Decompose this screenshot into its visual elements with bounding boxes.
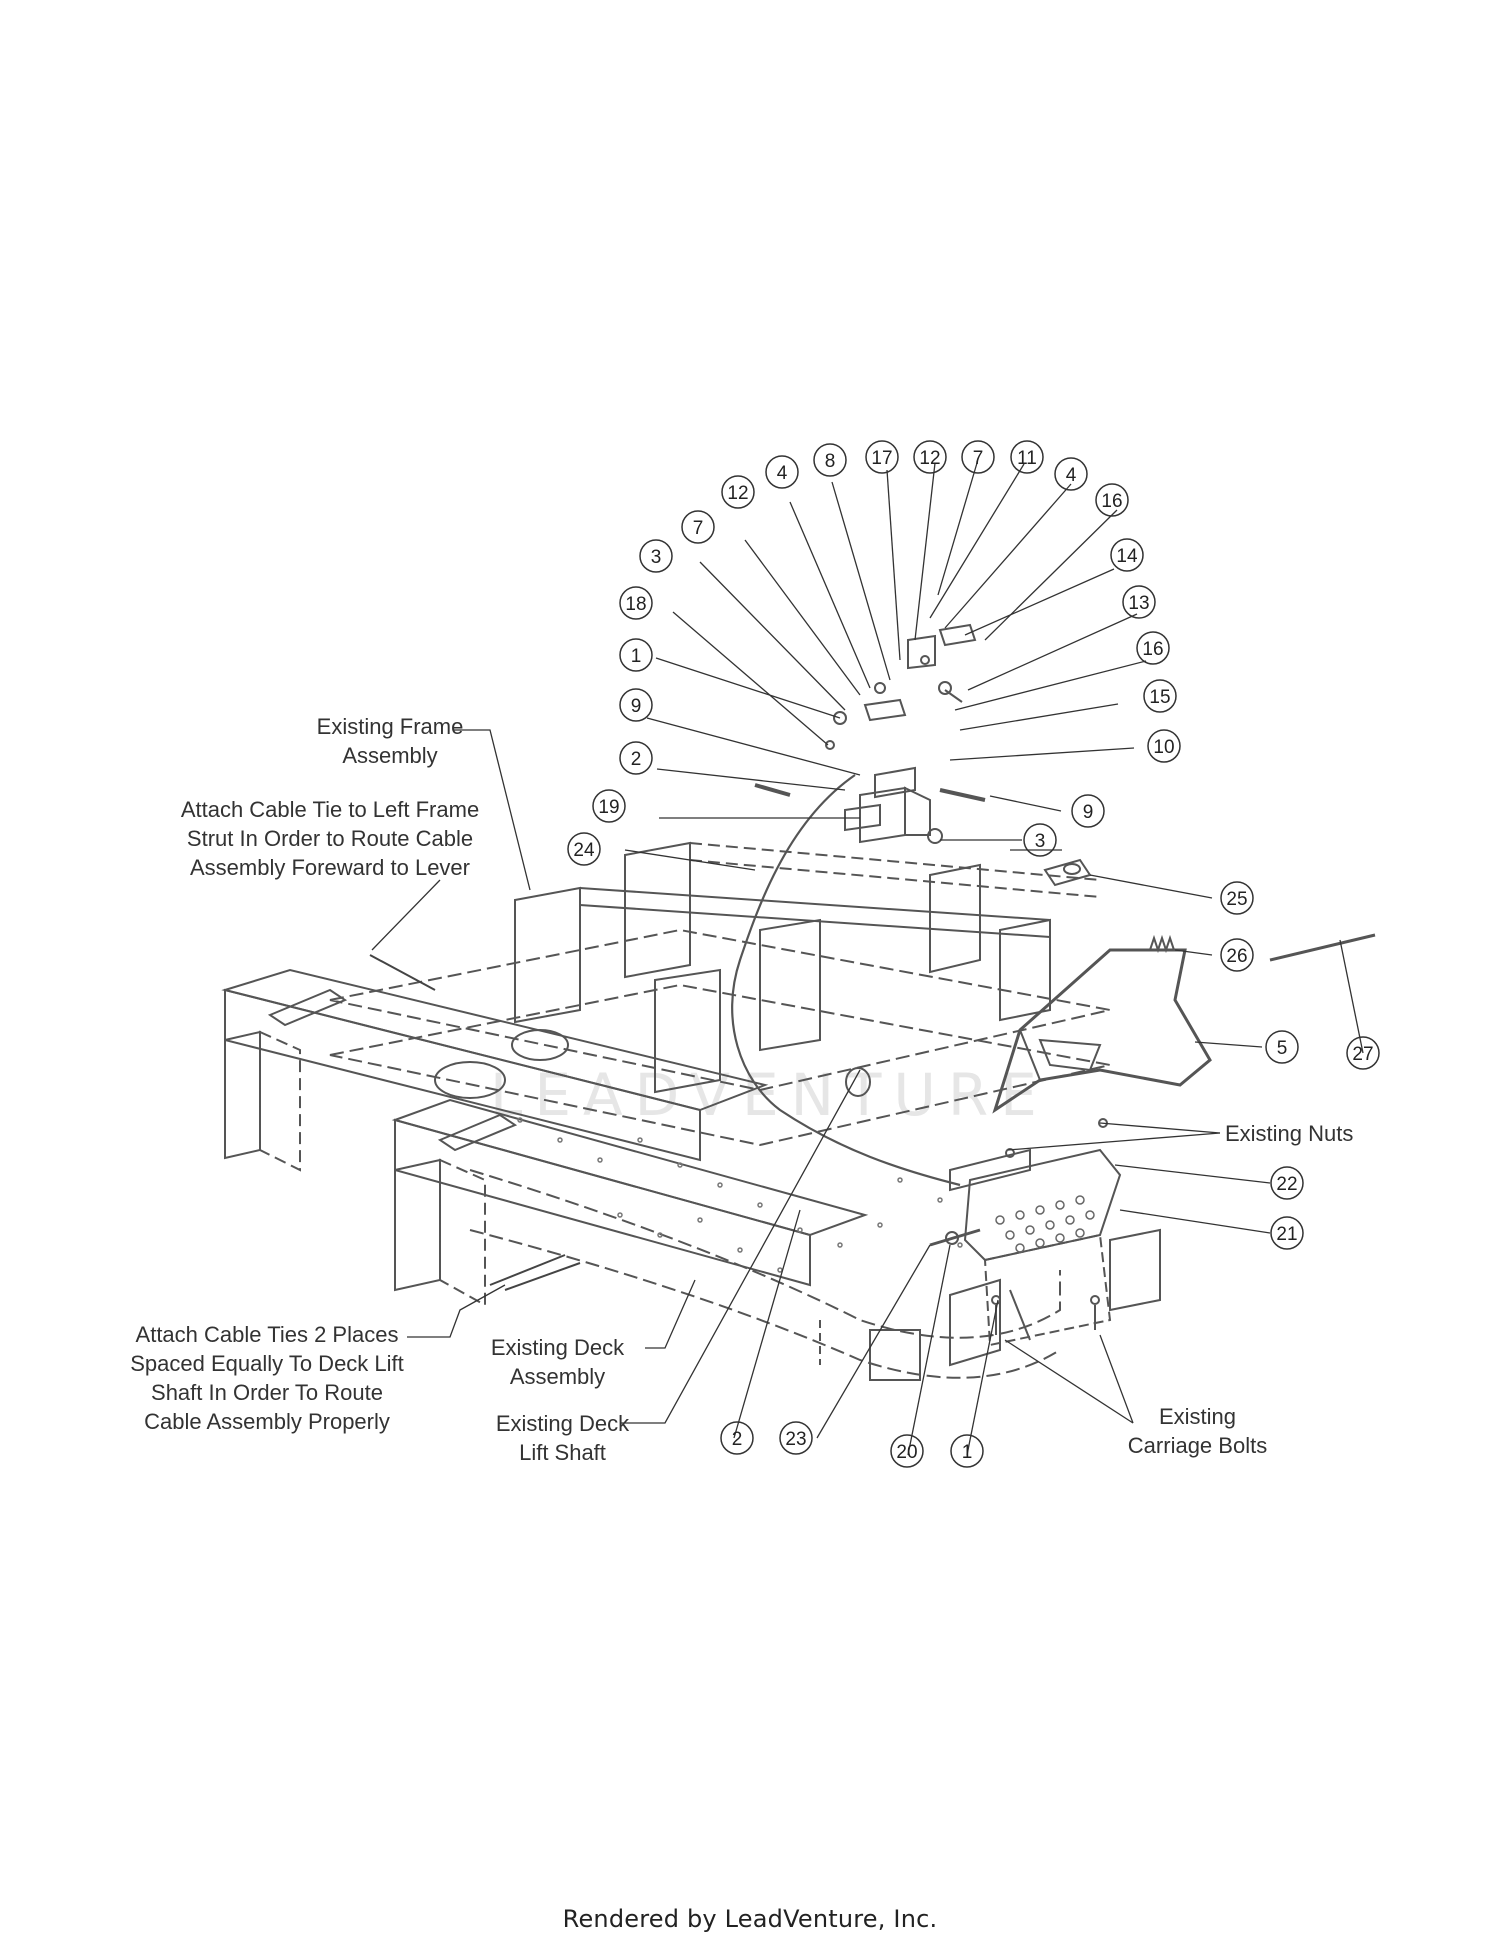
callout-label: 16 — [1142, 639, 1163, 660]
callout-label: 1 — [962, 1442, 973, 1463]
callout-label: 9 — [631, 696, 642, 717]
callout-label: 7 — [693, 518, 704, 539]
footer-credit: Rendered by LeadVenture, Inc. — [562, 1905, 938, 1933]
pin-assembly-part-23 — [929, 1228, 981, 1247]
callout-label: 16 — [1101, 491, 1122, 512]
callout-label: 12 — [727, 483, 748, 504]
spring-part-26 — [1149, 934, 1175, 954]
callout-label: 10 — [1153, 737, 1174, 758]
callout-label: 11 — [1017, 448, 1037, 469]
callout-label: 18 — [625, 594, 646, 615]
callout-label: 14 — [1116, 546, 1138, 567]
note-existing-deck-assembly: Existing Deck Assembly — [490, 1335, 625, 1389]
callout-label: 23 — [785, 1429, 806, 1450]
cable-assembly — [731, 774, 961, 1187]
callout-label: 2 — [631, 749, 642, 770]
frame-assembly — [221, 841, 1111, 1307]
callout-label: 1 — [631, 646, 642, 667]
callout-label: 5 — [1277, 1038, 1288, 1059]
callout-label: 17 — [871, 448, 892, 469]
note-cable-tie-left-frame: Attach Cable Tie to Left Frame Strut In … — [180, 797, 480, 880]
watermark: LEADVENTURE — [490, 1061, 1049, 1129]
cable-ties — [369, 954, 581, 1291]
note-existing-frame-assembly: Existing Frame Assembly — [316, 714, 464, 768]
callout-label: 4 — [777, 463, 788, 484]
rod-part-27 — [1269, 933, 1376, 962]
callout-label: 20 — [896, 1442, 917, 1463]
note-cable-ties-two-places: Attach Cable Ties 2 Places Spaced Equall… — [130, 1322, 404, 1434]
callout-label: 19 — [598, 797, 619, 818]
callout-circles — [567, 440, 1380, 1468]
note-existing-deck-lift-shaft: Existing Deck Lift Shaft — [495, 1411, 630, 1465]
callout-label: 26 — [1226, 946, 1247, 967]
leader-lines — [371, 462, 1364, 1456]
bracket-holes — [995, 1195, 1095, 1253]
callout-label: 9 — [1083, 802, 1094, 823]
callout-label: 13 — [1128, 593, 1149, 614]
deck-assembly — [434, 1029, 1061, 1381]
callout-label: 25 — [1226, 889, 1247, 910]
callout-label: 3 — [1035, 831, 1046, 852]
callout-label: 2 — [732, 1429, 743, 1450]
deck-holes — [517, 1117, 963, 1273]
plate-part-25 — [1043, 858, 1092, 887]
note-existing-carriage-bolts: Existing Carriage Bolts — [1127, 1404, 1268, 1458]
lever-assembly — [754, 623, 986, 844]
callout-label: 3 — [651, 547, 662, 568]
callout-label: 4 — [1066, 465, 1077, 486]
callout-numbers: 4 8 17 12 7 11 4 12 16 7 14 3 13 18 16 1… — [573, 448, 1373, 1463]
shield-part-5 — [992, 948, 1212, 1114]
callout-label: 7 — [973, 448, 984, 469]
callout-label: 24 — [573, 840, 595, 861]
callout-label: 8 — [825, 451, 836, 472]
bracket-plate-part-21 — [949, 1148, 1161, 1347]
callout-label: 12 — [919, 448, 940, 469]
callout-label: 21 — [1276, 1224, 1297, 1245]
callout-label: 27 — [1352, 1044, 1373, 1065]
callout-label: 22 — [1276, 1174, 1297, 1195]
callout-label: 15 — [1149, 687, 1170, 708]
note-existing-nuts: Existing Nuts — [1225, 1121, 1354, 1146]
